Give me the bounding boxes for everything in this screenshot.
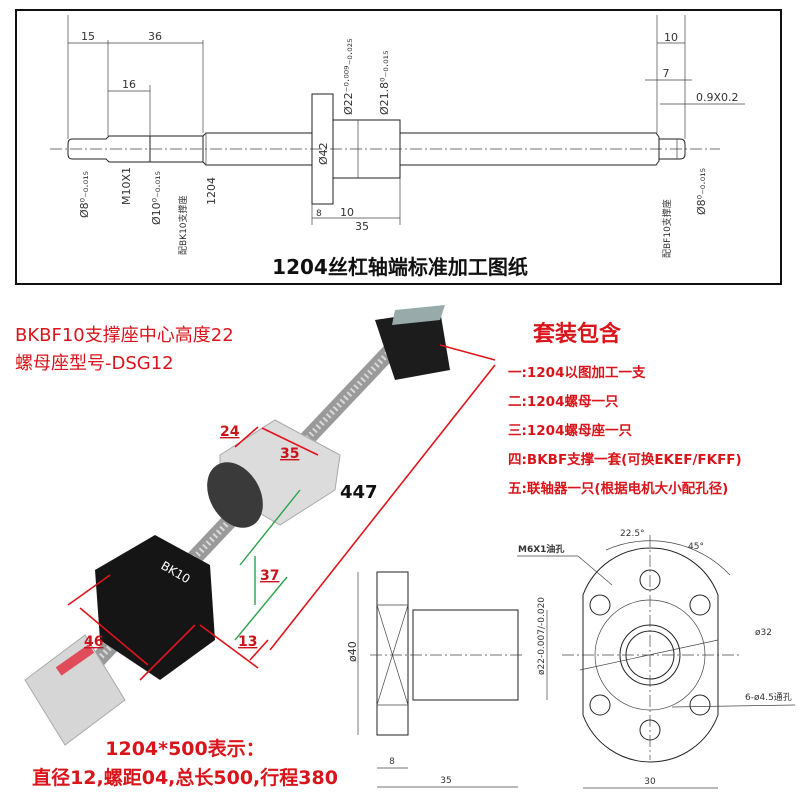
dim-phi22: Ø22⁻⁰·⁰⁰⁹₋₀.₀₂₅ [342,38,355,115]
dim-right-7: 7 [663,67,670,80]
dim-10: 10 [340,206,354,219]
label-holes: 6-ø4.5通孔 [745,692,792,703]
kit-title: 套装包含 [533,321,622,347]
label-angle-22-5: 22.5° [620,529,645,539]
dim-phi22: ø22-0.007/-0.020 [537,597,547,675]
label-24: 24 [220,424,240,440]
dim-8: 8 [389,757,395,767]
caption-line-2: 直径12,螺距04,总长500,行程380 [32,766,338,789]
kit-item: 三:1204螺母座一只 [508,422,632,439]
dim-right-10: 10 [664,31,678,44]
nut-side-view: ø40 ø22-0.007/-0.020 8 35 [346,571,548,788]
spec-line-1: BKBF10支撑座中心高度22 [15,325,234,346]
dim-groove: 0.9X0.2 [696,91,739,104]
dim-16: 16 [122,78,136,91]
drawing-frame [15,9,782,285]
kit-item: 五:联轴器一只(根据电机大小配孔径) [508,480,728,497]
ball-nut [207,462,263,528]
coupling [24,634,126,746]
dim-phi21-8: Ø21.8⁰₋₀.₀₁₅ [378,50,391,115]
label-447: 447 [340,482,378,503]
dim-phi40: ø40 [346,641,359,662]
product-photo: BKBF10支撑座中心高度22 螺母座型号-DSG12 BK10 24 35 4… [15,305,496,789]
label-angle-45: 45° [688,542,704,552]
dim-30: 30 [644,777,656,787]
shaft-drawing: 15 36 16 Ø8⁰₋₀.₀₁₅ M10X1 Ø10⁰₋₀.₀₁₅ 配BK1… [15,9,782,285]
drawing-title: 1204丝杠轴端标准加工图纸 [272,255,528,279]
nut-front-view: M6X1油孔 22.5° 45° ø32 6-ø4.5通孔 30 [517,529,796,789]
dim-1204: 1204 [205,177,218,205]
label-oil-hole: M6X1油孔 [518,543,564,555]
label-46: 46 [84,634,103,650]
bk10-support-block [95,535,215,680]
caption-line-1: 1204*500表示： [105,737,264,760]
kit-item: 一:1204以图加工一支 [508,364,646,381]
dim-35: 35 [355,220,369,233]
label-37: 37 [260,568,279,584]
label-13: 13 [238,634,257,650]
note-bk10: 配BK10支撑座 [177,195,189,255]
dim-phi8-left: Ø8⁰₋₀.₀₁₅ [78,171,91,218]
label-phi32: ø32 [755,628,772,638]
dim-8: 8 [316,209,322,219]
kit-item: 二:1204螺母一只 [508,393,619,410]
dim-phi8-right: Ø8⁰₋₀.₀₁₅ [695,168,708,215]
bf10-support-block [375,310,450,380]
spec-line-2: 螺母座型号-DSG12 [15,353,174,374]
dim-phi10: Ø10⁰₋₀.₀₁₅ [150,171,163,225]
kit-item: 四:BKBF支撑一套(可换EKEF/FKFF) [508,451,742,468]
dim-36: 36 [148,30,162,43]
dim-m10: M10X1 [120,167,133,205]
dim-15: 15 [81,30,95,43]
dim-phi42: Ø42 [317,142,330,165]
kit-contents: 套装包含 一:1204以图加工一支 二:1204螺母一只 三:1204螺母座一只… [508,321,742,497]
dim-35: 35 [440,776,451,786]
note-bf10: 配BF10支撑座 [661,199,673,258]
label-35: 35 [280,446,299,462]
